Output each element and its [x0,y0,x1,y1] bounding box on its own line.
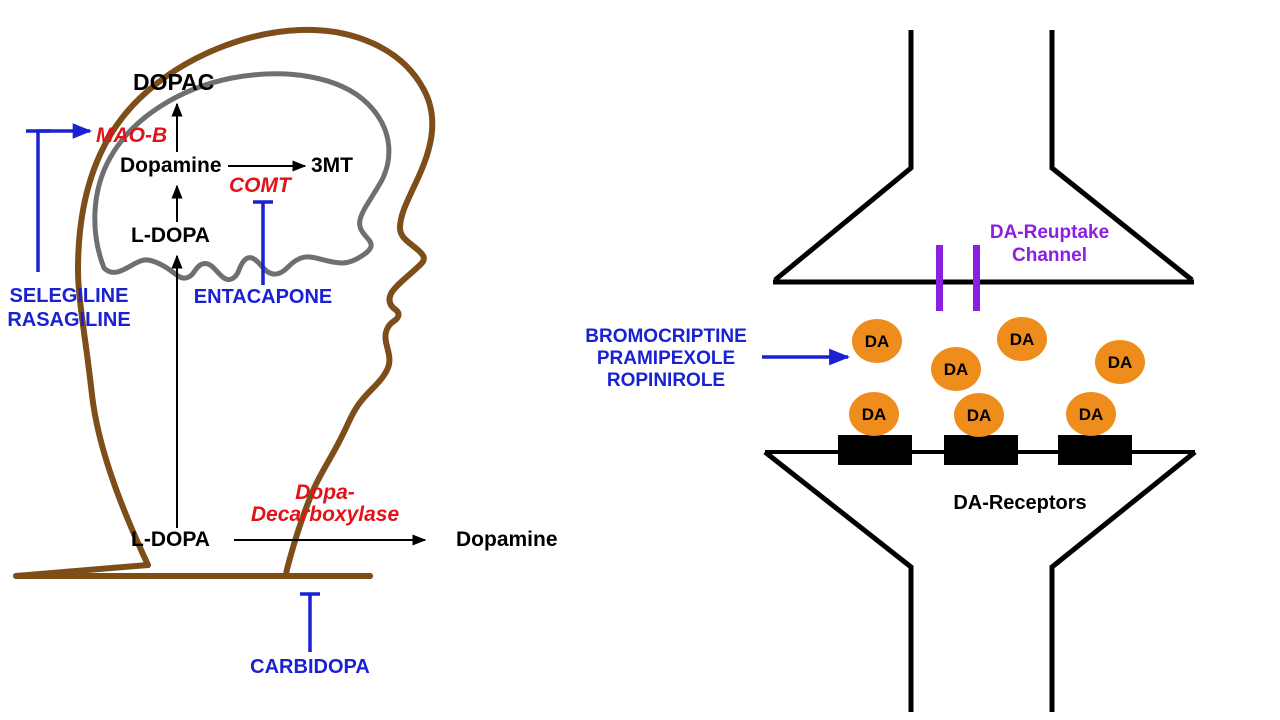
da-vesicle-circle [849,392,899,436]
postsynaptic-left-wall [763,450,914,712]
da-vesicle-circle [931,347,981,391]
label-dopamine-brain: Dopamine [120,154,222,177]
reuptake-channel-bar [973,245,980,311]
label-dopa-decarboxylase-line2: Decarboxylase [250,503,400,526]
label-da-receptors: DA-Receptors [953,492,1087,514]
label-da-reuptake-channel-line1: DA-Reuptake [989,222,1110,243]
label-bromocriptine: BROMOCRIPTINE [585,326,747,347]
presynaptic-right-wall [1049,30,1194,282]
da-vesicle-circle [997,317,1047,361]
da-receptor-block [944,435,1018,465]
da-vesicle: DA [997,317,1047,361]
da-vesicle-circle [954,393,1004,437]
da-vesicle-label: DA [1079,405,1104,424]
da-vesicle-label: DA [862,405,887,424]
label-3mt: 3MT [311,154,353,177]
metabolic-arrows [171,102,427,546]
reuptake-channel-bar [936,245,943,311]
label-dopac: DOPAC [133,69,215,95]
brain-outline [92,71,392,283]
da-vesicle: DA [849,392,899,436]
inhibitor-lines [26,123,320,652]
da-vesicle-label: DA [1108,353,1133,372]
label-ldopa-peripheral: L-DOPA [131,528,210,551]
da-vesicle-circle [1066,392,1116,436]
da-vesicle: DA [931,347,981,391]
presynaptic-terminal [773,30,1194,285]
label-carbidopa: CARBIDOPA [250,656,370,678]
brain-profile-path [92,71,392,283]
da-reuptake-channel-bars [936,245,980,311]
da-vesicle-label: DA [944,360,969,379]
head-profile-path [75,26,436,579]
da-vesicle: DA [1095,340,1145,384]
da-vesicle-label: DA [865,332,890,351]
da-receptor-blocks [838,435,1132,465]
label-mao-b: MAO-B [96,124,168,147]
label-ldopa-brain: L-DOPA [131,224,210,247]
postsynaptic-terminal [763,450,1197,712]
postsynaptic-right-wall [1049,450,1197,712]
presynaptic-left-wall [773,30,914,282]
label-ropinirole: ROPINIROLE [606,370,726,391]
da-vesicle-circle [1095,340,1145,384]
label-dopamine-peripheral: Dopamine [456,528,558,551]
label-da-reuptake-channel-line2: Channel [1012,245,1087,266]
head-outline [13,26,436,579]
head-shoulder-left [13,562,151,579]
da-vesicle-label: DA [967,406,992,425]
da-vesicle: DA [954,393,1004,437]
da-receptor-block [1058,435,1132,465]
da-vesicles: DA DA DA DA DA DA DA [849,317,1145,437]
da-vesicle: DA [1066,392,1116,436]
label-pramipexole: PRAMIPEXOLE [596,348,736,369]
da-receptor-block [838,435,912,465]
label-comt: COMT [229,174,291,197]
da-vesicle-label: DA [1010,330,1035,349]
label-selegiline: SELEGILINE [9,285,129,307]
label-entacapone: ENTACAPONE [193,286,333,308]
da-vesicle: DA [852,319,902,363]
da-vesicle-circle [852,319,902,363]
label-dopa-decarboxylase-line1: Dopa- [295,481,355,504]
label-rasagiline: RASAGILINE [7,309,131,331]
